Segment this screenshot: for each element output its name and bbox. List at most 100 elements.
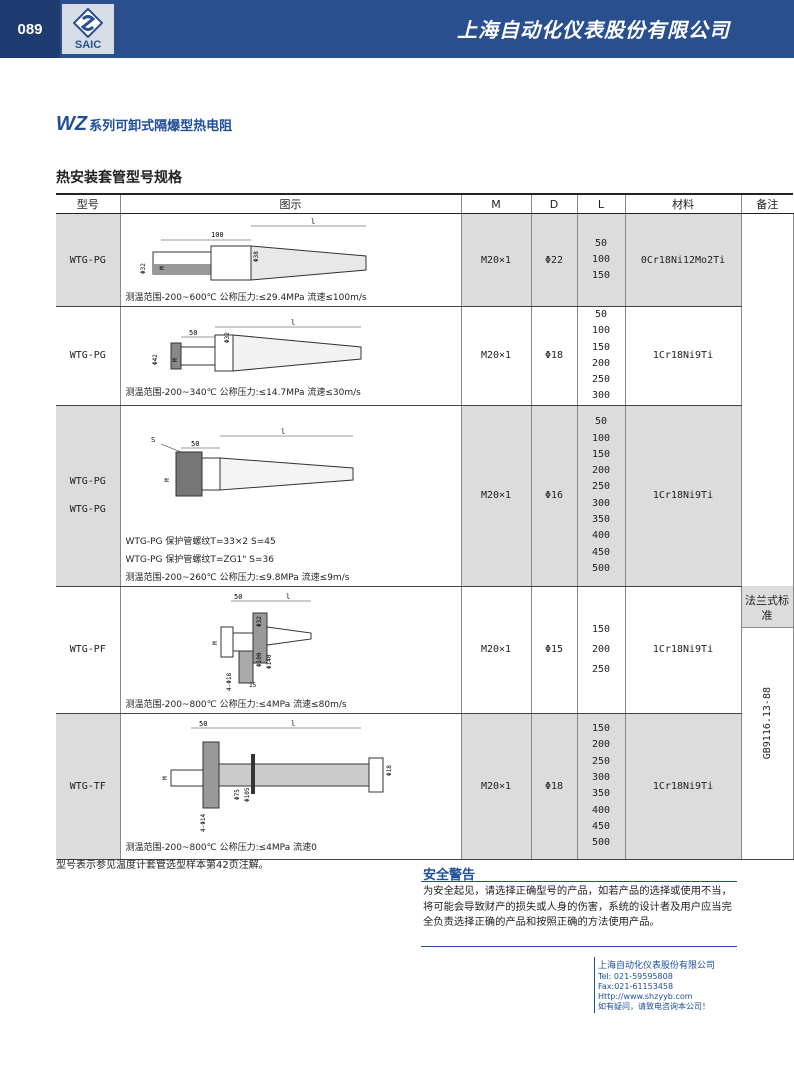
figure-caption: 测温范围-200~260℃ 公称压力:≤9.8MPa 流速≤9m/s: [125, 572, 350, 583]
contact-tel: Tel: 021-59595808: [598, 972, 673, 981]
thermowell-drawing: 50 l Φ32 M Φ100 Φ140 4-Φ18 15: [212, 593, 311, 691]
dim-label: Φ42: [152, 354, 159, 365]
l-value: 150: [591, 270, 611, 282]
l-value: 200: [591, 465, 611, 477]
l-value: 150: [591, 623, 611, 635]
l-value: 300: [591, 497, 611, 509]
l-value: 50: [594, 237, 608, 249]
m-cell: M20×1: [461, 586, 532, 714]
material-cell: 1Cr18Ni9Ti: [625, 586, 742, 714]
warning-text: 为安全起见，请选择正确型号的产品，如若产品的选择或使用不当，将可能会导致财产的损…: [423, 885, 732, 928]
d-cell: Φ16: [531, 405, 578, 587]
l-cell: 150 200 250 300 350 400 450 500: [577, 713, 626, 860]
material-cell: 1Cr18Ni9Ti: [625, 306, 742, 406]
thermowell-drawing: 50 l S M: [151, 428, 353, 497]
page-header: 089 SAIC 上海自动化仪表股份有限公司: [0, 0, 794, 58]
material-cell: 1Cr18Ni9Ti: [625, 405, 742, 587]
m-cell: M20×1: [461, 713, 532, 860]
remark-heading: 法兰式标准: [741, 586, 793, 629]
l-value: 450: [591, 546, 611, 558]
d-cell: Φ18: [531, 713, 578, 860]
figure-cell: 50 l S M WTG-PG 保护管螺纹T=33×2 S=45 WTG-PG …: [120, 405, 462, 587]
title-prefix: WZ: [56, 113, 88, 135]
page-number: 089: [0, 0, 60, 58]
table-header-row: 型号 图示 M D L 材料 备注: [56, 193, 793, 214]
dim-label: M: [212, 641, 219, 645]
col-header-l: L: [577, 193, 626, 214]
l-value: 400: [591, 530, 611, 542]
l-value: 150: [591, 448, 611, 460]
l-value: 450: [591, 820, 611, 832]
company-name: 上海自动化仪表股份有限公司: [457, 18, 730, 42]
d-cell: Φ22: [531, 213, 578, 307]
contact-block: 上海自动化仪表股份有限公司 Tel: 021-59595808 Fax:021-…: [598, 961, 715, 1012]
saic-logo-icon: [73, 8, 103, 38]
m-cell: M20×1: [461, 213, 532, 307]
dim-label: 50: [189, 329, 197, 337]
model-cell: WTG-PG WTG-PG: [56, 405, 121, 587]
table-row: WTG-PG WTG-PG 50 l S M WTG-PG 保护管螺纹T=33×…: [56, 405, 793, 587]
l-value: 200: [591, 739, 611, 751]
l-value: 150: [591, 723, 611, 735]
l-value: 500: [591, 562, 611, 574]
logo-text: SAIC: [74, 39, 102, 51]
figure-caption: 测温范围-200~600℃ 公称压力:≤29.4MPa 流速≤100m/s: [125, 293, 367, 303]
l-cell: 50 100 150 200 250 300: [577, 306, 626, 406]
dim-label: Φ105: [244, 787, 251, 802]
dim-label: Φ75: [234, 789, 241, 800]
l-value: 200: [591, 357, 611, 369]
col-header-remark: 备注: [741, 193, 793, 214]
dim-label: M: [159, 266, 166, 270]
contact-fax: Fax:021-61153458: [598, 982, 674, 991]
col-header-material: 材料: [625, 193, 742, 214]
contact-url[interactable]: Http://www.shzyyb.com: [598, 992, 693, 1001]
l-cell: 50 100 150: [577, 213, 626, 307]
col-header-m: M: [461, 193, 532, 214]
dim-label: l: [291, 319, 295, 327]
figure-caption: WTG-PG 保护管螺纹T=ZG1" S=36: [125, 554, 275, 565]
dim-label: 4-Φ18: [226, 672, 233, 690]
l-value: 50: [594, 416, 608, 428]
section-subtitle: 热安装套管型号规格: [56, 170, 182, 186]
l-value: 400: [591, 804, 611, 816]
remark-cell: [741, 213, 794, 587]
remark-standard: GB9116.13-88: [761, 687, 773, 760]
model-cell: WTG-TF: [56, 713, 121, 860]
col-header-figure: 图示: [120, 193, 462, 214]
material-cell: 1Cr18Ni9Ti: [625, 713, 742, 860]
warning-title: 安全警告: [423, 868, 476, 883]
model-cell: WTG-PG: [56, 306, 121, 406]
table-row: WTG-PF 50 l Φ32 M Φ100 Φ140 4-Φ18 15 测温范…: [56, 586, 794, 860]
dim-label: Φ32: [256, 616, 263, 627]
contact-company: 上海自动化仪表股份有限公司: [598, 961, 716, 971]
figure-cell: 50 l Φ32 M Φ100 Φ140 4-Φ18 15 测温范围-200~8…: [120, 586, 462, 714]
dim-label: M: [164, 478, 171, 482]
col-header-model: 型号: [56, 193, 121, 214]
l-value: 100: [591, 432, 611, 444]
warning-rule-bottom: [421, 946, 737, 947]
material-cell: 0Cr18Ni12Mo2Ti: [625, 213, 742, 307]
dim-label: M: [162, 776, 169, 780]
dim-label: Φ140: [266, 654, 273, 669]
warning-rule: [421, 881, 737, 882]
thermowell-drawing: 50 l Φ42 M Φ32: [152, 319, 361, 372]
model-name: WTG-PG: [69, 503, 106, 515]
m-cell: M20×1: [461, 306, 532, 406]
l-value: 250: [591, 374, 611, 386]
l-cell: 50 100 150 200 250 300 350 400 450 500: [577, 405, 626, 587]
figure-caption: 测温范围-200~340℃ 公称压力:≤14.7MPa 流速≤30m/s: [125, 388, 361, 398]
dim-label: 15: [249, 682, 257, 689]
model-cell: WTG-PG: [56, 213, 121, 307]
dim-label: Φ38: [253, 251, 260, 262]
dim-label: l: [281, 428, 285, 436]
spec-table: 型号 图示 M D L 材料 备注 WTG-PG 100 l Φ32 M Φ38…: [56, 193, 794, 860]
l-value: 350: [591, 514, 611, 526]
figure-cell: 100 l Φ32 M Φ38 测温范围-200~600℃ 公称压力:≤29.4…: [120, 213, 462, 307]
l-value: 200: [591, 643, 611, 655]
l-value: 300: [591, 390, 611, 402]
remark-standard-wrap: GB9116.13-88: [742, 628, 793, 818]
l-value: 300: [591, 771, 611, 783]
footnote: 型号表示参见温度计套管选型样本第42页注解。: [56, 860, 269, 871]
dim-label: Φ32: [224, 332, 231, 343]
